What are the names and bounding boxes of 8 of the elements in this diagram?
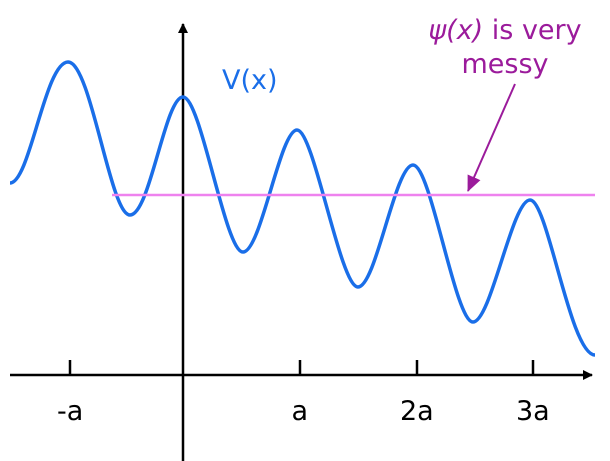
tick-label: a (292, 395, 308, 429)
tick-label: 2a (400, 395, 434, 429)
tick-label: -a (57, 395, 84, 429)
curve-label: V(x) (222, 64, 278, 98)
energy-level-line (112, 194, 595, 196)
annotation-text: ψ(x) is very messy (400, 14, 610, 82)
tick-label: 3a (516, 395, 550, 429)
leader-arrow (467, 84, 516, 192)
